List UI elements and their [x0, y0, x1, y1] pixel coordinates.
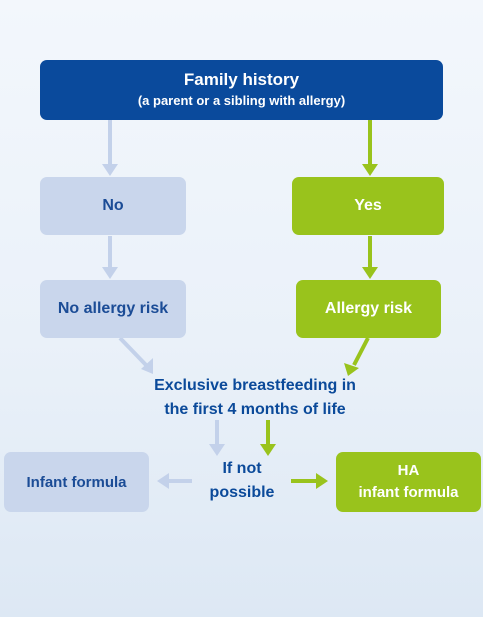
arrowhead-allergy-risk-to-breastfeeding [344, 363, 359, 376]
no-box: No [40, 177, 186, 235]
family-history-subtitle: (a parent or a sibling with allergy) [137, 93, 346, 108]
breastfeeding-text: Exclusive breastfeeding in the first 4 m… [120, 374, 390, 422]
ha-label: HA [397, 462, 420, 479]
if-not-line-2: possible [209, 484, 275, 501]
family-history-title: Family history [183, 70, 300, 89]
no-label: No [102, 197, 124, 214]
breastfeeding-line-1: Exclusive breastfeeding in [154, 377, 356, 394]
ha-infant-formula-box: HA infant formula [336, 452, 481, 512]
ha-infant-formula-label: infant formula [358, 484, 459, 501]
yes-label: Yes [354, 197, 382, 214]
arrow-no-risk-to-breastfeeding [118, 336, 148, 367]
arrowhead-yes-to-allergy-risk [362, 267, 378, 279]
arrowhead-no-to-no-risk [102, 267, 118, 279]
allergy-risk-box: Allergy risk [296, 280, 441, 338]
allergy-risk-label: Allergy risk [324, 300, 413, 317]
if-not-line-1: If not [222, 460, 262, 477]
arrowhead-breastfeeding-to-if-not-green [260, 444, 276, 456]
arrowhead-if-not-to-ha-formula [316, 473, 328, 489]
arrowhead-no-risk-to-breastfeeding [141, 358, 153, 374]
no-branch-arrows [108, 120, 219, 483]
arrowhead-if-not-to-infant-formula [157, 473, 169, 489]
infant-formula-label: Infant formula [26, 473, 127, 491]
yes-branch-arrows [266, 120, 372, 483]
arrowhead-family-to-yes [362, 164, 378, 176]
no-allergy-risk-box: No allergy risk [40, 280, 186, 338]
arrowhead-family-to-no [102, 164, 118, 176]
yes-box: Yes [292, 177, 444, 235]
no-allergy-risk-label: No allergy risk [57, 300, 169, 317]
arrowhead-breastfeeding-to-if-not-light [209, 444, 225, 456]
if-not-possible-text: If not possible [193, 457, 291, 505]
family-history-box: Family history (a parent or a sibling wi… [40, 60, 443, 120]
breastfeeding-line-2: the first 4 months of life [164, 401, 346, 418]
infant-formula-box: Infant formula [4, 452, 149, 512]
arrow-allergy-risk-to-breastfeeding [352, 337, 370, 366]
